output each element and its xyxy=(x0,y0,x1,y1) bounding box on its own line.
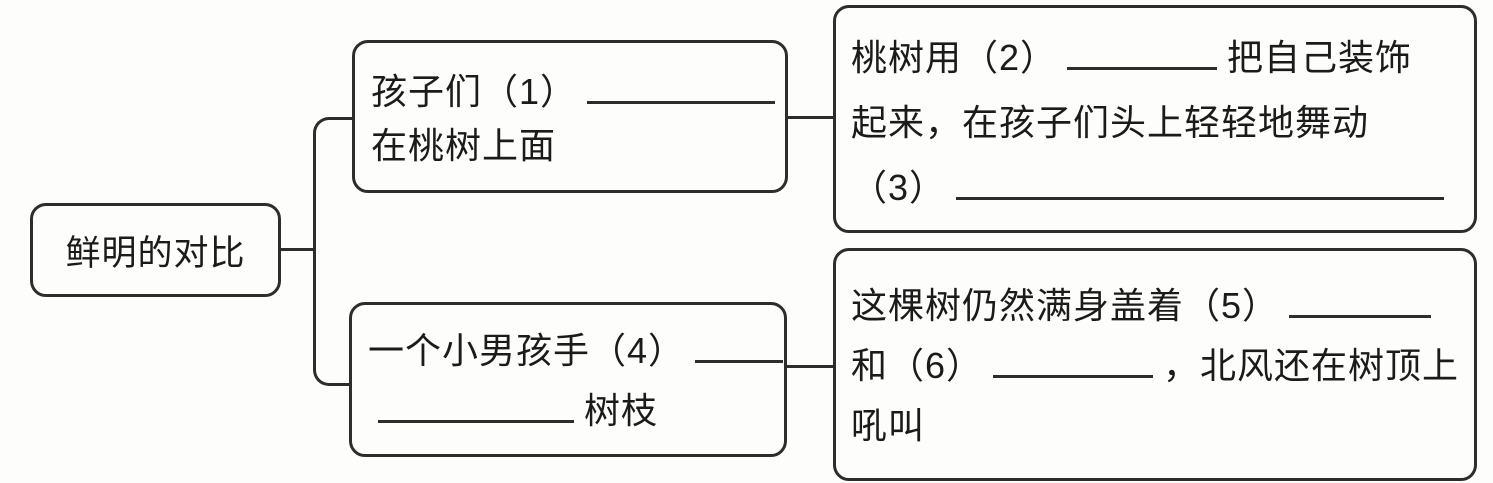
node-peach-tree-decorates: 桃树用（2） 把自己装饰起来，在孩子们头上轻轻地舞动 （3） xyxy=(833,5,1477,233)
text-line: （3） xyxy=(851,155,1460,220)
text-run: 一个小男孩手（4） xyxy=(368,330,686,371)
text-run: 和（6） xyxy=(851,345,984,386)
fill-in-blank xyxy=(1289,279,1432,318)
text-run: 树枝 xyxy=(584,390,659,431)
text-line: 这棵树仍然满身盖着（5） xyxy=(851,276,1460,336)
connector-midbottom-to-rightbottom xyxy=(785,365,834,368)
text-line: 吼叫 xyxy=(851,396,1460,456)
node-root-label: 鲜明的对比 xyxy=(65,233,246,273)
text-run: 这棵树仍然满身盖着（5） xyxy=(851,285,1280,326)
fill-in-blank xyxy=(993,339,1154,378)
connector-root-stub xyxy=(281,248,314,251)
text-run: 孩子们（1） xyxy=(371,71,578,112)
text-line: 起来，在孩子们头上轻轻地舞动 xyxy=(851,90,1460,155)
connector-branch-bracket xyxy=(313,117,352,386)
text-line: 和（6） ，北风还在树顶上 xyxy=(851,336,1460,396)
text-line: 树枝 xyxy=(368,381,770,441)
node-root-contrast: 鲜明的对比 xyxy=(30,203,281,297)
text-run: 桃树用（2） xyxy=(851,37,1058,78)
node-tree-covered-north-wind: 这棵树仍然满身盖着（5） 和（6） ，北风还在树顶上吼叫 xyxy=(833,248,1477,481)
text-run: 把自己装饰 xyxy=(1227,37,1413,78)
node-children-on-peach-tree: 孩子们（1） 在桃树上面 xyxy=(352,40,788,193)
text-run: ，北风还在树顶上 xyxy=(1163,345,1460,386)
text-run: 起来，在孩子们头上轻轻地舞动 xyxy=(851,102,1370,143)
text-line: 在桃树上面 xyxy=(371,119,771,173)
fill-in-blank xyxy=(587,65,776,104)
connector-midtop-to-righttop xyxy=(786,116,834,119)
fill-in-blank xyxy=(956,161,1445,200)
text-line: 孩子们（1） xyxy=(371,65,776,119)
text-line: 桃树用（2） 把自己装饰 xyxy=(851,25,1460,90)
text-line: 一个小男孩手（4） xyxy=(368,321,784,381)
fill-in-blank xyxy=(378,384,574,423)
text-run: （3） xyxy=(851,167,947,208)
fill-in-blank xyxy=(1067,31,1218,70)
text-run: 吼叫 xyxy=(851,405,926,446)
text-run: 在桃树上面 xyxy=(371,125,557,166)
node-little-boy-branch: 一个小男孩手（4） 树枝 xyxy=(349,302,787,457)
fill-in-blank xyxy=(695,324,784,363)
